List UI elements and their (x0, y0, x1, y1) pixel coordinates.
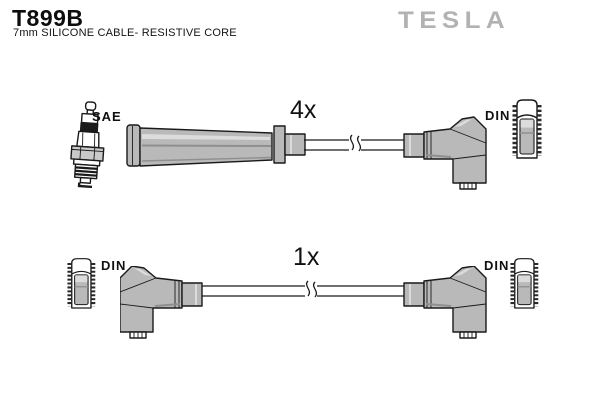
din-terminal-icon (510, 257, 539, 310)
din-terminal-icon (512, 98, 542, 160)
part-number: T899B (12, 5, 84, 31)
row2-quantity-label: 1x (293, 243, 320, 271)
cable-wire (304, 134, 408, 152)
cable-wire (202, 280, 406, 298)
din-terminal-icon (67, 257, 96, 310)
row1-right-terminal-label: DIN (485, 108, 511, 123)
row2-right-terminal-label: DIN (484, 258, 510, 273)
angled-boot-icon (403, 116, 487, 190)
straight-boot-icon (126, 124, 306, 167)
tesla-logo: TESLA (398, 7, 510, 34)
cable-break-icon (305, 280, 318, 298)
product-subtitle: 7mm SILICONE CABLE- RESISTIVE CORE (13, 27, 237, 39)
row1-quantity-label: 4x (290, 96, 317, 124)
angled-boot-icon (120, 266, 203, 339)
row1-left-terminal-label: SAE (92, 109, 122, 124)
cable-break-icon (349, 134, 362, 152)
row2-left-terminal-label: DIN (101, 258, 127, 273)
angled-boot-icon (403, 266, 487, 339)
spark-plug-icon (70, 101, 105, 188)
